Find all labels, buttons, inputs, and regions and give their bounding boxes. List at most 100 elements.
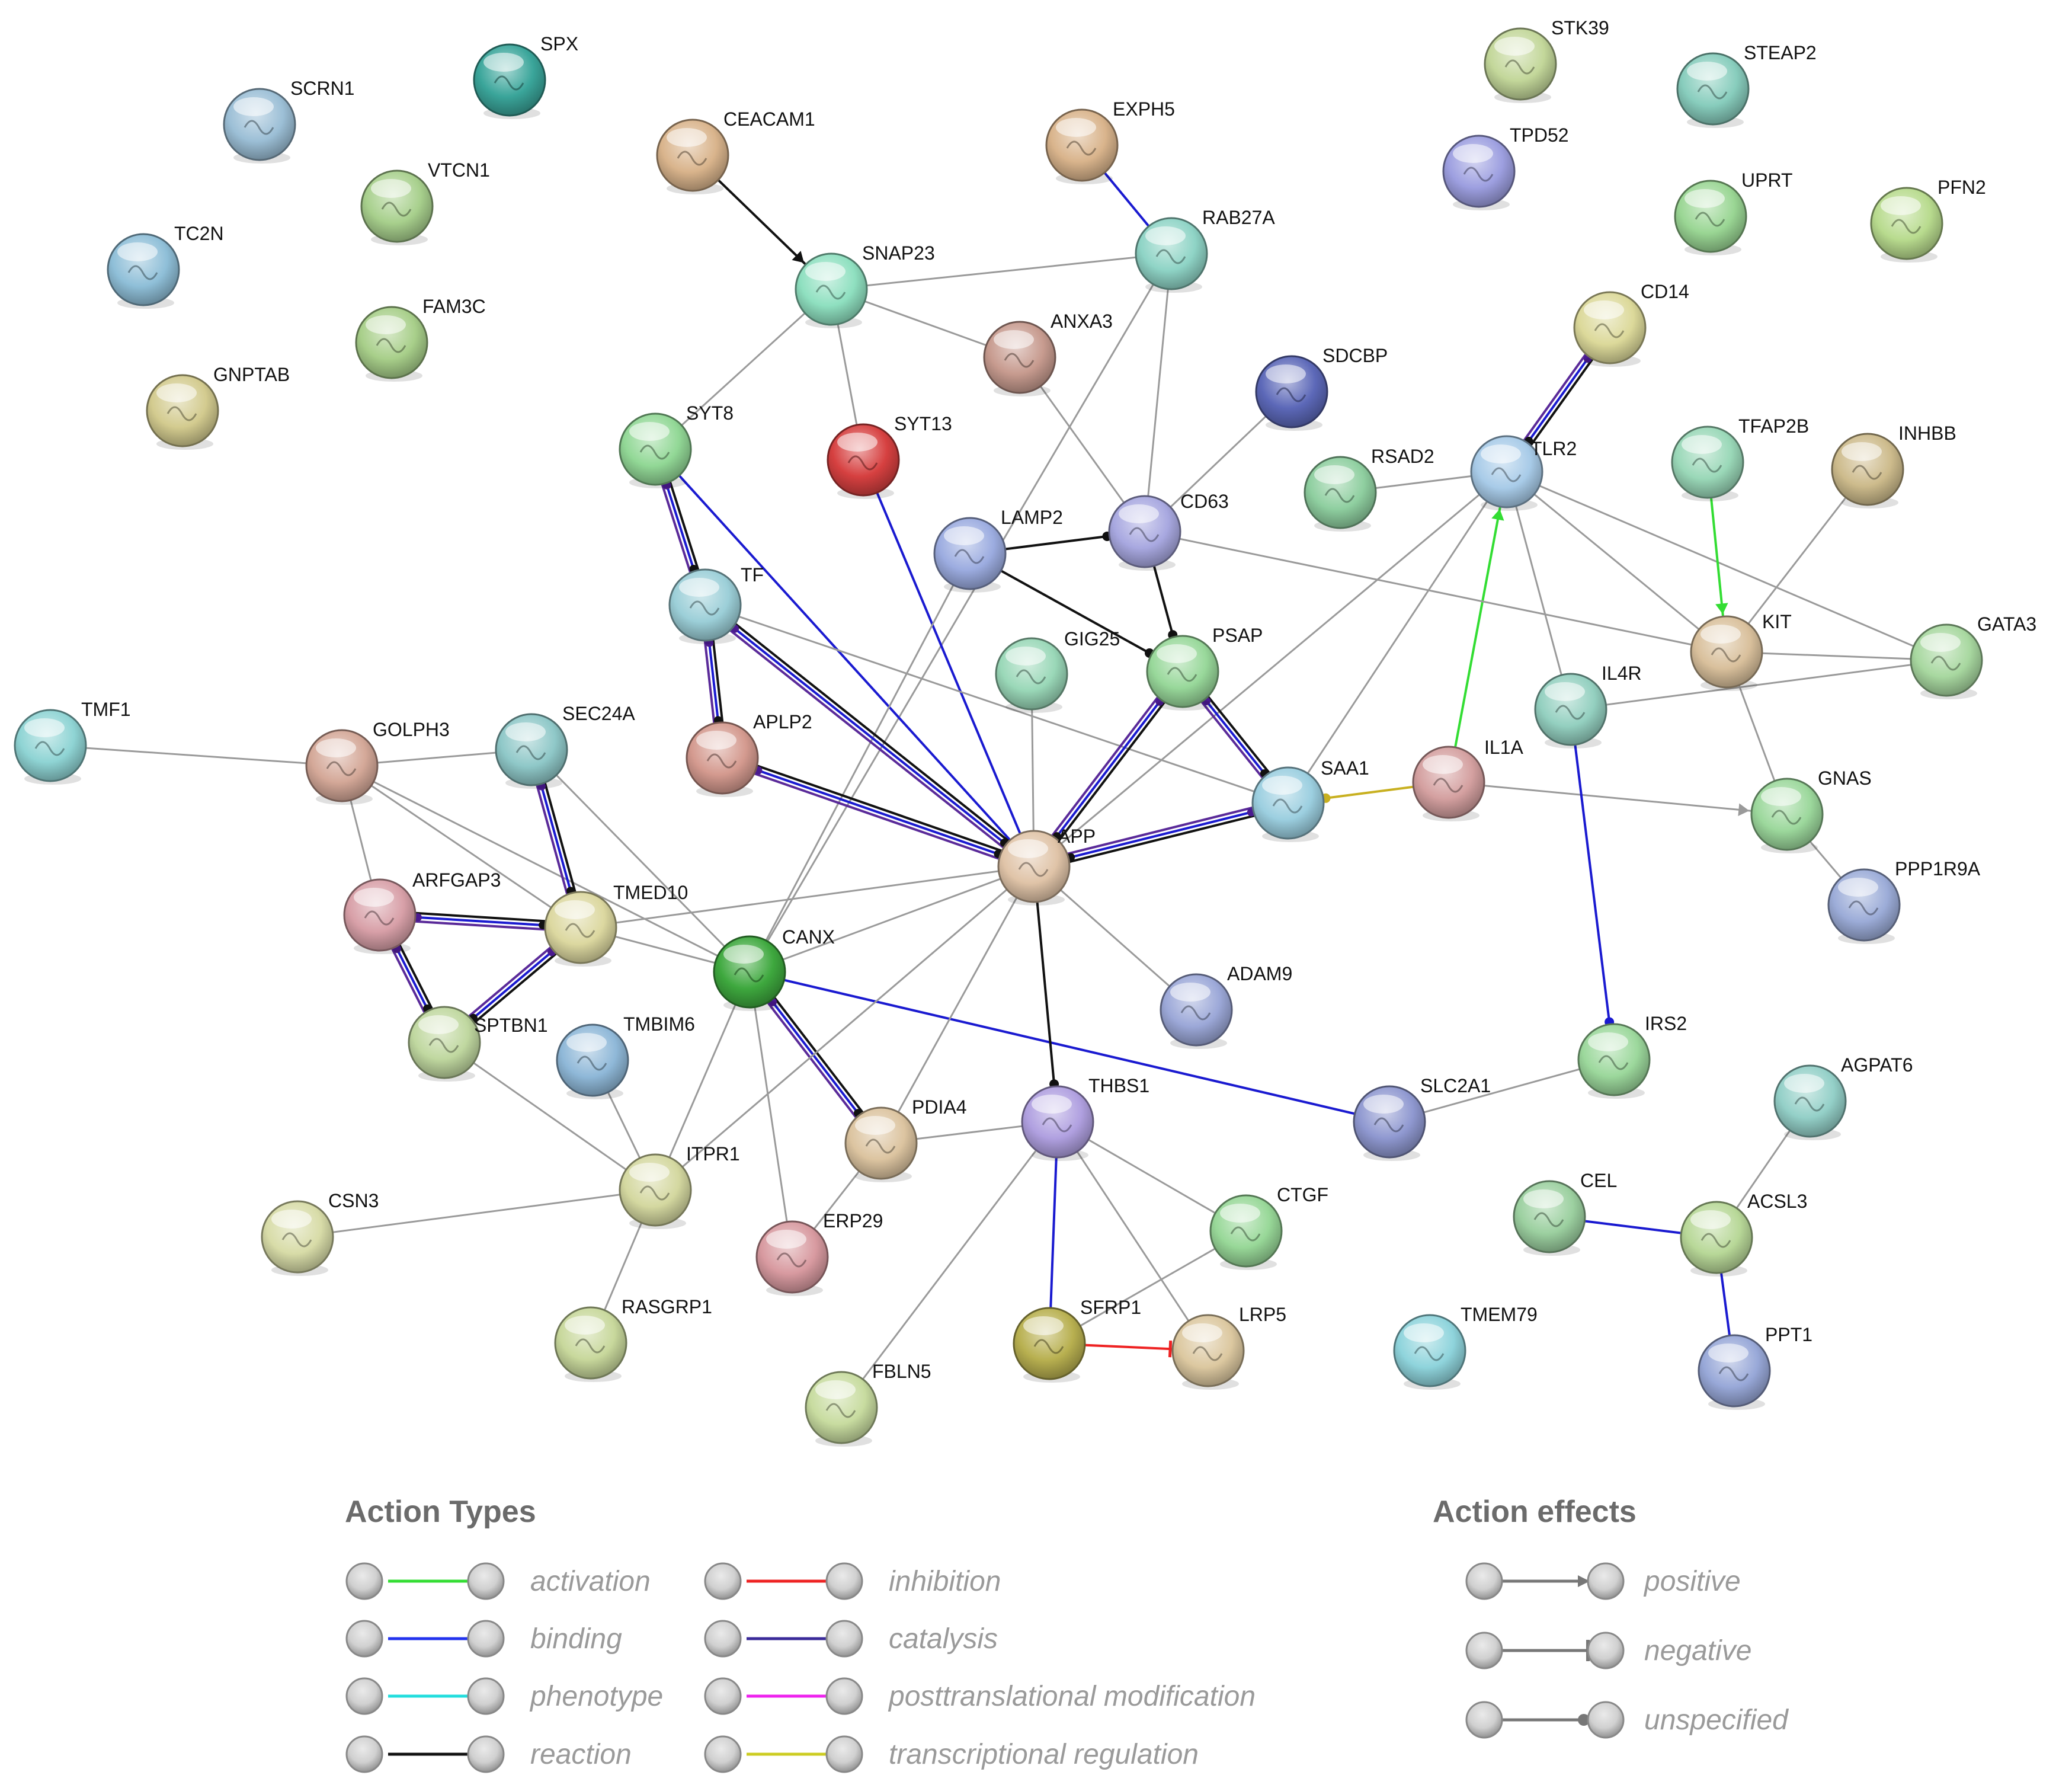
node-label: IRS2 bbox=[1645, 1013, 1687, 1034]
node-csn3[interactable]: CSN3 bbox=[261, 1190, 379, 1276]
node-label: TMF1 bbox=[81, 699, 131, 720]
node-psap[interactable]: PSAP bbox=[1146, 625, 1263, 711]
node-highlight bbox=[629, 422, 670, 441]
node-highlight bbox=[1023, 1316, 1064, 1335]
node-erp29[interactable]: ERP29 bbox=[755, 1210, 883, 1296]
node-steap2[interactable]: STEAP2 bbox=[1676, 42, 1817, 128]
node-tpd52[interactable]: TPD52 bbox=[1442, 124, 1569, 210]
structure-glyph bbox=[677, 151, 707, 166]
node-tmem79[interactable]: TMEM79 bbox=[1393, 1304, 1538, 1390]
node-tmf1[interactable]: TMF1 bbox=[14, 699, 131, 785]
node-spx[interactable]: SPX bbox=[473, 33, 578, 119]
node-itpr1[interactable]: ITPR1 bbox=[619, 1143, 740, 1229]
node-il4r[interactable]: IL4R bbox=[1534, 663, 1642, 749]
node-highlight bbox=[1684, 189, 1725, 208]
node-ppt1[interactable]: PPT1 bbox=[1698, 1324, 1812, 1410]
node-rab27a[interactable]: RAB27A bbox=[1135, 207, 1275, 293]
node-gnptab[interactable]: GNPTAB bbox=[146, 364, 290, 450]
node-label: STK39 bbox=[1551, 17, 1609, 39]
node-ceacam1[interactable]: CEACAM1 bbox=[656, 108, 815, 194]
node-tlr2[interactable]: TLR2 bbox=[1470, 435, 1577, 511]
legend-effect-negative: negative bbox=[1465, 1632, 1751, 1669]
node-fam3c[interactable]: FAM3C bbox=[355, 296, 486, 382]
node-gata3[interactable]: GATA3 bbox=[1910, 613, 2036, 699]
structure-glyph bbox=[1230, 1226, 1261, 1242]
node-sdcbp[interactable]: SDCBP bbox=[1255, 345, 1388, 431]
node-app[interactable]: APP bbox=[997, 826, 1096, 906]
node-highlight bbox=[1584, 300, 1624, 319]
node-tf[interactable]: TF bbox=[668, 564, 764, 644]
node-thbs1[interactable]: THBS1 bbox=[1021, 1075, 1149, 1161]
node-highlight bbox=[944, 526, 984, 545]
node-highlight bbox=[1920, 633, 1961, 652]
node-tc2n[interactable]: TC2N bbox=[107, 223, 224, 309]
node-label: SAA1 bbox=[1321, 757, 1369, 779]
node-rasgrp1[interactable]: RASGRP1 bbox=[554, 1296, 712, 1382]
edge-cd63-kit bbox=[1144, 530, 1727, 653]
node-syt8[interactable]: SYT8 bbox=[619, 402, 734, 488]
node-sptbn1[interactable]: SPTBN1 bbox=[408, 1006, 547, 1082]
node-sec24a[interactable]: SEC24A bbox=[495, 703, 635, 789]
node-irs2[interactable]: IRS2 bbox=[1577, 1013, 1687, 1099]
node-highlight bbox=[696, 731, 736, 750]
structure-glyph bbox=[1414, 1346, 1445, 1361]
node-adam9[interactable]: ADAM9 bbox=[1160, 963, 1292, 1049]
node-tmbim6[interactable]: TMBIM6 bbox=[556, 1013, 695, 1099]
structure-glyph bbox=[381, 201, 412, 217]
node-cd63[interactable]: CD63 bbox=[1108, 491, 1229, 571]
node-scrn1[interactable]: SCRN1 bbox=[223, 78, 354, 164]
node-tfap2b[interactable]: TFAP2B bbox=[1671, 415, 1809, 501]
node-highlight bbox=[505, 722, 546, 741]
node-golph3[interactable]: GOLPH3 bbox=[305, 719, 450, 805]
node-agpat6[interactable]: AGPAT6 bbox=[1773, 1054, 1913, 1140]
legend-effect-label: negative bbox=[1644, 1635, 1751, 1667]
edge-golph3-tmed10 bbox=[341, 765, 581, 929]
node-inhbb[interactable]: INHBB bbox=[1831, 423, 1956, 508]
node-cd14[interactable]: CD14 bbox=[1573, 281, 1689, 367]
node-pdia4[interactable]: PDIA4 bbox=[844, 1096, 966, 1182]
structure-glyph bbox=[1180, 1005, 1211, 1021]
node-anxa3[interactable]: ANXA3 bbox=[983, 311, 1113, 396]
node-syt13[interactable]: SYT13 bbox=[827, 413, 952, 499]
structure-glyph bbox=[1433, 778, 1463, 793]
node-aplp2[interactable]: APLP2 bbox=[686, 711, 812, 797]
node-cel[interactable]: CEL bbox=[1513, 1170, 1617, 1256]
node-gig25[interactable]: GIG25 bbox=[995, 628, 1120, 713]
node-acsl3[interactable]: ACSL3 bbox=[1680, 1191, 1807, 1277]
node-snap23[interactable]: SNAP23 bbox=[795, 242, 935, 328]
node-kit[interactable]: KIT bbox=[1690, 611, 1792, 691]
node-pfn2[interactable]: PFN2 bbox=[1870, 177, 1986, 263]
node-stk39[interactable]: STK39 bbox=[1484, 17, 1609, 103]
structure-glyph bbox=[776, 1252, 807, 1268]
structure-glyph bbox=[1848, 900, 1879, 916]
node-uprt[interactable]: UPRT bbox=[1674, 169, 1793, 255]
node-gnas[interactable]: GNAS bbox=[1750, 767, 1872, 853]
legend-type-label: phenotype bbox=[529, 1681, 663, 1712]
node-canx[interactable]: CANX bbox=[713, 926, 835, 1011]
node-arfgap3[interactable]: ARFGAP3 bbox=[343, 869, 501, 954]
node-highlight bbox=[354, 888, 394, 907]
node-vtcn1[interactable]: VTCN1 bbox=[360, 159, 490, 245]
edge-saa1-app bbox=[1032, 798, 1290, 872]
node-il1a[interactable]: IL1A bbox=[1412, 737, 1523, 821]
node-tmed10[interactable]: TMED10 bbox=[544, 882, 688, 967]
node-label: IL4R bbox=[1602, 663, 1642, 684]
node-label: TMED10 bbox=[613, 882, 688, 903]
legend-type-label: binding bbox=[530, 1623, 622, 1655]
node-rsad2[interactable]: RSAD2 bbox=[1304, 446, 1434, 532]
node-lamp2[interactable]: LAMP2 bbox=[933, 507, 1063, 593]
node-highlight bbox=[1005, 647, 1046, 666]
node-ctgf[interactable]: CTGF bbox=[1209, 1184, 1328, 1270]
node-fbln5[interactable]: FBLN5 bbox=[805, 1361, 931, 1447]
node-slc2a1[interactable]: SLC2A1 bbox=[1353, 1075, 1491, 1161]
node-ppp1r9a[interactable]: PPP1R9A bbox=[1827, 858, 1981, 944]
node-highlight bbox=[1266, 364, 1306, 383]
node-sfrp1[interactable]: SFRP1 bbox=[1013, 1297, 1141, 1383]
structure-glyph bbox=[865, 1138, 896, 1154]
node-exph5[interactable]: EXPH5 bbox=[1045, 98, 1175, 184]
node-lrp5[interactable]: LRP5 bbox=[1171, 1304, 1286, 1390]
node-highlight bbox=[1481, 444, 1521, 463]
legend-type-posttranslational-modification: posttranslational modification bbox=[704, 1677, 1256, 1715]
node-saa1[interactable]: SAA1 bbox=[1251, 757, 1369, 842]
node-highlight bbox=[271, 1210, 312, 1229]
